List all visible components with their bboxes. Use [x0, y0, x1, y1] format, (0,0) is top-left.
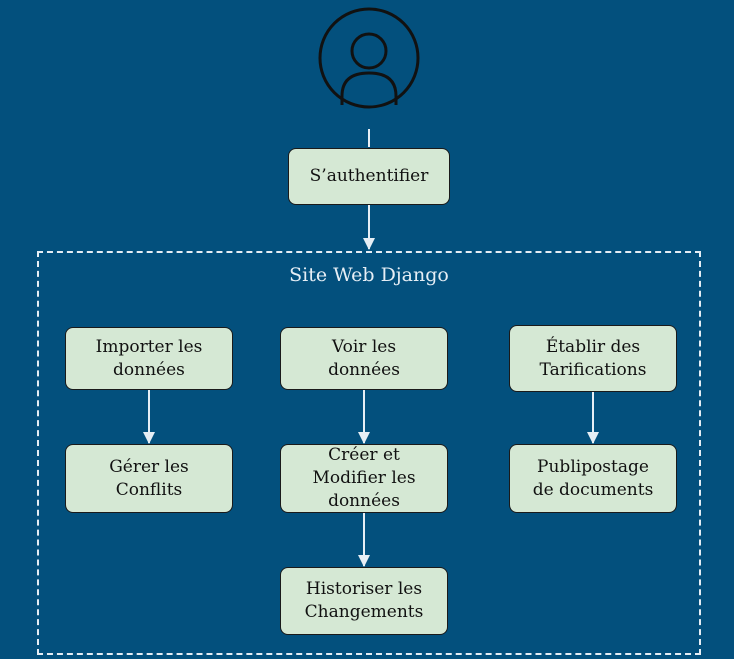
boundary-label: Site Web Django — [289, 264, 449, 286]
node-history-changes[interactable]: Historiser les Changements — [280, 567, 448, 635]
node-authenticate[interactable]: S’authentifier — [288, 148, 450, 205]
node-create-edit-data[interactable]: Créer et Modifier les données — [280, 444, 448, 513]
node-manage-conflicts[interactable]: Gérer les Conflits — [65, 444, 233, 513]
node-mail-merge[interactable]: Publipostage de documents — [509, 444, 677, 513]
node-set-tariffs[interactable]: Établir des Tarifications — [509, 325, 677, 392]
django-site-boundary — [37, 251, 701, 655]
node-view-data[interactable]: Voir les données — [280, 327, 448, 390]
node-import-data[interactable]: Importer les données — [65, 327, 233, 390]
user-icon — [318, 7, 420, 109]
